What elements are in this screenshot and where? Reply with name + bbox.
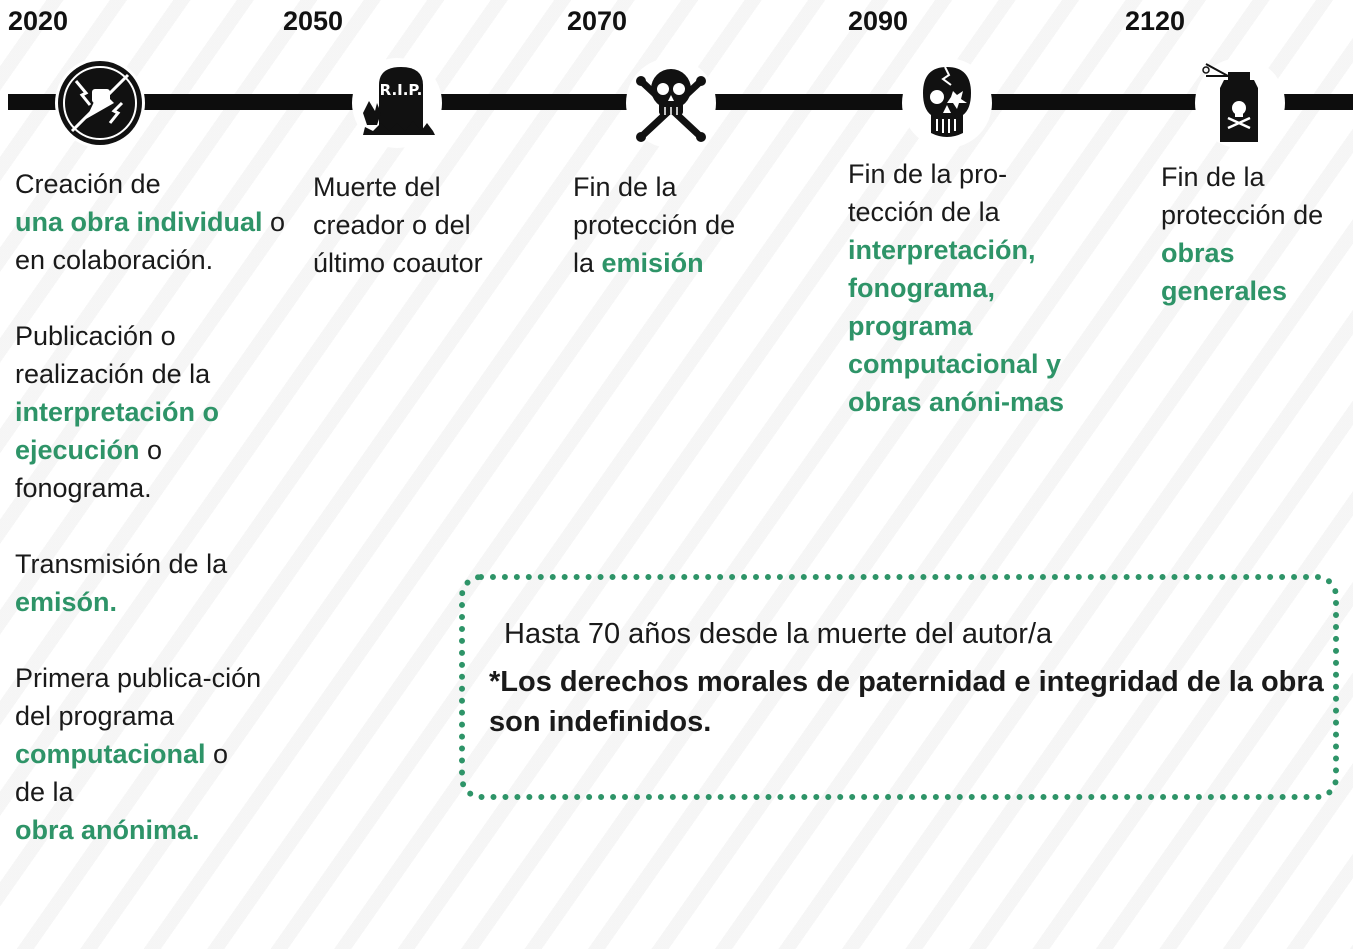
year-2020: 2020 bbox=[8, 6, 69, 36]
text: en colaboración. bbox=[15, 245, 214, 275]
column-2120: Fin de la protección de obras generales bbox=[1161, 158, 1341, 310]
highlight-text: obras generales bbox=[1161, 238, 1288, 306]
timeline-node-2020 bbox=[55, 58, 145, 148]
text: fonograma. bbox=[15, 473, 152, 503]
text: Fin de la protección de la bbox=[573, 172, 736, 278]
highlight-text: emisón. bbox=[15, 587, 118, 617]
timeline-node-2050: R.I.P. bbox=[352, 58, 442, 148]
rip-tombstone-icon: R.I.P. bbox=[363, 67, 435, 135]
timeline-node-2120 bbox=[1195, 58, 1285, 148]
text: Transmisión de la bbox=[15, 549, 228, 579]
timeline-node-2070 bbox=[626, 58, 716, 148]
text: o bbox=[262, 207, 286, 237]
rip-text: R.I.P. bbox=[380, 81, 423, 99]
poison-spray-can-icon bbox=[1202, 63, 1258, 142]
text: o bbox=[205, 739, 229, 769]
text: Primera publica-ción del programa bbox=[15, 663, 262, 731]
note-box bbox=[459, 574, 1339, 800]
text: Muerte del creador o del último coautor bbox=[313, 172, 483, 278]
timeline-node-2090 bbox=[902, 58, 992, 148]
skull-crossbones-icon bbox=[636, 69, 706, 142]
column-2050: Muerte del creador o del último coautor bbox=[313, 168, 528, 282]
highlight-text: interpretación, fonograma, programa comp… bbox=[848, 235, 1065, 417]
note-line-2: *Los derechos morales de paternidad e in… bbox=[489, 666, 1324, 738]
year-2070: 2070 bbox=[567, 6, 628, 36]
text: de la bbox=[15, 777, 74, 807]
text: Publicación o realización de la bbox=[15, 321, 211, 389]
paragraph-primera-publicacion: Primera publica-ción del programa comput… bbox=[15, 659, 295, 849]
year-2090: 2090 bbox=[848, 6, 909, 36]
paragraph-publicacion: Publicación o realización de la interpre… bbox=[15, 317, 295, 507]
cracked-skull-icon bbox=[923, 66, 971, 137]
text: Fin de la protección de bbox=[1161, 162, 1324, 230]
highlight-text: computacional bbox=[15, 739, 206, 769]
year-2120: 2120 bbox=[1125, 6, 1186, 36]
column-2090: Fin de la pro-tección de la interpretaci… bbox=[848, 155, 1073, 421]
year-2050: 2050 bbox=[283, 6, 344, 36]
note-line-1: Hasta 70 años desde la muerte del autor/… bbox=[504, 618, 1053, 650]
column-2070: Fin de la protección de la emisión bbox=[573, 168, 743, 282]
raised-fist-lightning-icon bbox=[58, 61, 142, 145]
paragraph-transmision: Transmisión de la emisón. bbox=[15, 545, 295, 621]
highlight-text: emisión bbox=[601, 248, 704, 278]
text: Creación de bbox=[15, 169, 161, 199]
text: Fin de la pro-tección de la bbox=[848, 159, 1008, 227]
paragraph-creacion: Creación de una obra individual o en col… bbox=[15, 165, 295, 279]
highlight-text: una obra individual bbox=[15, 207, 263, 237]
highlight-text: obra anónima. bbox=[15, 815, 200, 845]
highlight-text: interpretación o ejecución bbox=[15, 397, 220, 465]
text: o bbox=[139, 435, 163, 465]
column-2020: Creación de una obra individual o en col… bbox=[15, 165, 295, 849]
